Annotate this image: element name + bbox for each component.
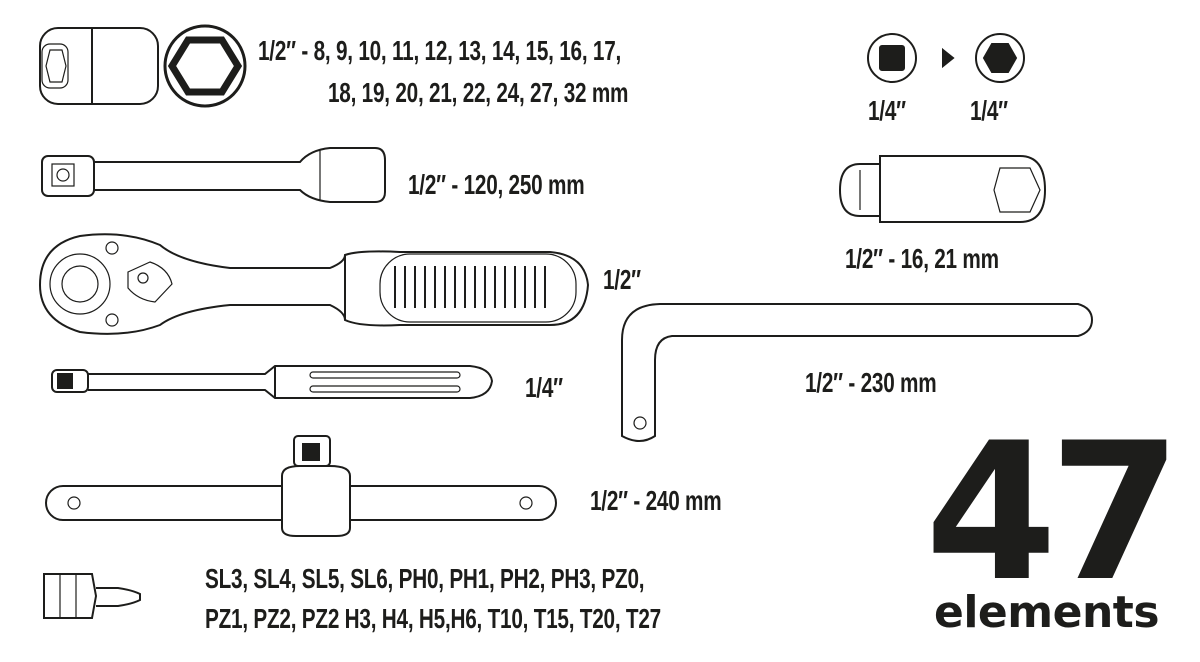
spark-socket-label: 1/2″ - 16, 21 mm <box>845 243 999 274</box>
bits-line1: SL3, SL4, SL5, SL6, PH0, PH1, PH2, PH3, … <box>205 563 645 594</box>
t-bar-icon <box>45 435 557 537</box>
spark-plug-socket-icon <box>838 155 1047 223</box>
bit-driver-handle-icon <box>51 365 494 399</box>
hex-socket-front-icon <box>163 24 247 108</box>
extension-label: 1/2″ - 120, 250 mm <box>408 169 585 200</box>
screwdriver-bit-icon <box>43 573 141 619</box>
element-count-unit: elements <box>934 587 1160 638</box>
square-drive-icon <box>867 33 917 83</box>
ratchet-label: 1/2″ <box>603 264 641 295</box>
ratchet-icon <box>38 233 590 335</box>
extension-bar-icon <box>41 147 386 203</box>
bit-driver-label: 1/4″ <box>525 372 563 403</box>
adapter-from-label: 1/4″ <box>868 95 906 126</box>
socket-icon <box>39 27 159 105</box>
hex-drive-icon <box>975 33 1025 83</box>
sockets-sizes-line1: 1/2″ - 8, 9, 10, 11, 12, 13, 14, 15, 16,… <box>258 35 622 66</box>
l-wrench-label: 1/2″ - 230 mm <box>805 367 937 398</box>
t-bar-label: 1/2″ - 240 mm <box>590 485 722 516</box>
sockets-sizes-line2: 18, 19, 20, 21, 22, 24, 27, 32 mm <box>328 77 629 108</box>
adapter-to-label: 1/4″ <box>970 95 1008 126</box>
arrow-right-icon <box>942 47 955 69</box>
element-count: 47 <box>925 402 1181 623</box>
l-wrench-icon <box>621 303 1094 442</box>
bits-line2: PZ1, PZ2, PZ2 H3, H4, H5,H6, T10, T15, T… <box>205 603 661 634</box>
